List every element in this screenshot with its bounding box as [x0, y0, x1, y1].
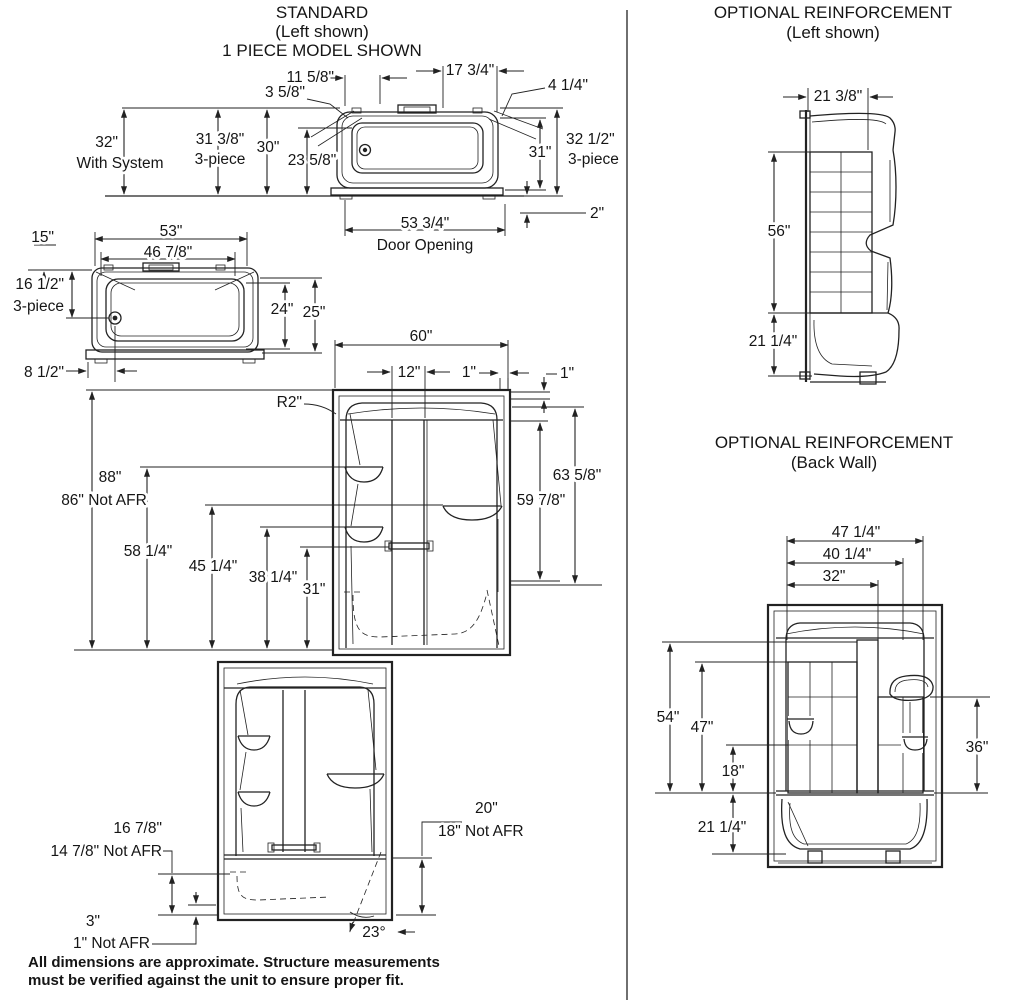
- standard-subtitle: (Left shown): [275, 22, 369, 41]
- dim-panel-height: 56": [768, 223, 791, 240]
- dim-drain-x: 8 1/2": [24, 364, 64, 381]
- dim-height-3piece-label: 3-piece: [195, 151, 246, 168]
- dim-height-with-system-label: With System: [77, 155, 164, 172]
- dim-wall-edge: 1": [462, 364, 476, 381]
- reinforcement-back-labels: 47 1/4" 40 1/4" 32" 54" 47" 18" 36" 21 1…: [654, 521, 991, 839]
- dim-door-opening-label: Door Opening: [377, 237, 474, 254]
- wall-view-labels: 60" 12" 1" 1" R2" 63 5/8" 59 7/8" 88" 86…: [58, 325, 604, 601]
- dim-panel-width: 21 3/8": [814, 88, 863, 105]
- dim-tub-height-alt: 18" Not AFR: [438, 823, 524, 840]
- dim-height-right2: 32 1/2": [566, 131, 615, 148]
- dim-offset-top: 15": [31, 229, 54, 246]
- dim-wall-center: 12": [398, 364, 421, 381]
- dim-wall-width: 60": [410, 328, 433, 345]
- footnote-line1: All dimensions are approximate. Structur…: [28, 954, 440, 971]
- wall-view-drawing: [331, 388, 512, 657]
- reinforcement-left-drawing: [799, 110, 900, 385]
- dim-wall-rim: 1": [560, 365, 574, 382]
- dim-apron-height-alt: 14 7/8" Not AFR: [51, 843, 162, 860]
- dim-drain-y-label: 3-piece: [13, 298, 64, 315]
- reinforcement-left-dimensions: [768, 88, 893, 377]
- reinforcement-back-subtitle: (Back Wall): [791, 453, 877, 472]
- dim-base-height: 3": [86, 913, 100, 930]
- side-elevation-dimensions: [120, 66, 586, 236]
- dim-ledge-height: 31": [303, 581, 326, 598]
- reinforcement-back-dimensions: [655, 536, 990, 855]
- dim-shelf1-height: 58 1/4": [124, 543, 173, 560]
- side-elevation-labels: 11 5/8" 17 3/4" 4 1/4" 3 5/8" 32" With S…: [74, 59, 622, 257]
- dim-back-tub-height: 21 1/4": [698, 819, 747, 836]
- dim-wall-height: 63 5/8": [553, 467, 602, 484]
- dim-back-w2: 40 1/4": [823, 546, 872, 563]
- dim-wall-radius: R2": [277, 394, 302, 411]
- dim-apron-height: 16 7/8": [113, 820, 162, 837]
- dim-door-opening: 53 3/4": [401, 215, 450, 232]
- dim-top-right-width: 17 3/4": [446, 62, 495, 79]
- dim-height-right: 31": [529, 144, 552, 161]
- dim-height-3piece: 31 3/8": [196, 131, 245, 148]
- apron-view-dimensions: [152, 821, 462, 945]
- reinforcement-back-drawing: [766, 603, 944, 869]
- reinforcement-left-labels: 21 3/8" 56" 21 1/4": [746, 85, 865, 353]
- dim-slope-angle: 23°: [362, 924, 385, 941]
- dim-depth-inner: 24": [271, 301, 294, 318]
- dim-total-height-alt: 86" Not AFR: [61, 492, 147, 509]
- dim-drain-y: 16 1/2": [15, 276, 64, 293]
- dim-base: 2": [590, 205, 604, 222]
- dim-height-with-system: 32": [95, 134, 118, 151]
- dim-back-w3: 32": [823, 568, 846, 585]
- dim-height-std: 30": [257, 139, 280, 156]
- dim-back-h4: 36": [966, 739, 989, 756]
- dim-height-right2-label: 3-piece: [568, 151, 619, 168]
- plan-view-labels: 15" 16 1/2" 3-piece 53" 46 7/8" 24" 25" …: [10, 220, 328, 384]
- dim-shelf3-height: 38 1/4": [249, 569, 298, 586]
- reinforcement-left-subtitle: (Left shown): [786, 23, 880, 42]
- dim-shelf2-height: 45 1/4": [189, 558, 238, 575]
- dim-rim: 3 5/8": [265, 84, 305, 101]
- side-elevation-drawing: [105, 104, 544, 200]
- dim-plan-width: 53": [160, 223, 183, 240]
- plan-view-drawing: [85, 262, 265, 364]
- reinforcement-back-title: OPTIONAL REINFORCEMENT: [715, 433, 953, 452]
- dim-plan-width-inner: 46 7/8": [144, 244, 193, 261]
- footnote-line2: must be verified against the unit to ens…: [28, 972, 404, 989]
- dim-tub-height: 20": [475, 800, 498, 817]
- wall-view-dimensions: [74, 340, 602, 651]
- dim-top-left-width: 11 5/8": [287, 69, 334, 86]
- reinforcement-panels-back: [787, 639, 924, 794]
- dim-back-h1: 54": [657, 709, 680, 726]
- dim-total-height: 88": [99, 469, 122, 486]
- dim-depth: 25": [303, 304, 326, 321]
- apron-view-drawing: [216, 660, 394, 935]
- dim-back-h3: 18": [722, 763, 745, 780]
- standard-title: STANDARD: [276, 3, 368, 22]
- dim-corner: 4 1/4": [548, 77, 588, 94]
- standard-subtitle2: 1 PIECE MODEL SHOWN: [222, 41, 422, 60]
- reinforcement-left-title: OPTIONAL REINFORCEMENT: [714, 3, 952, 22]
- dim-base-height-alt: 1" Not AFR: [73, 935, 150, 952]
- dim-height-inner: 23 5/8": [288, 152, 337, 169]
- dim-back-h2: 47": [691, 719, 714, 736]
- dim-back-w1: 47 1/4": [832, 524, 881, 541]
- apron-view-labels: 16 7/8" 14 7/8" Not AFR 3" 1" Not AFR 20…: [48, 797, 527, 955]
- plan-view-dimensions: [28, 231, 322, 382]
- dim-side-tub-height: 21 1/4": [749, 333, 798, 350]
- dim-wall-height-inner: 59 7/8": [517, 492, 566, 509]
